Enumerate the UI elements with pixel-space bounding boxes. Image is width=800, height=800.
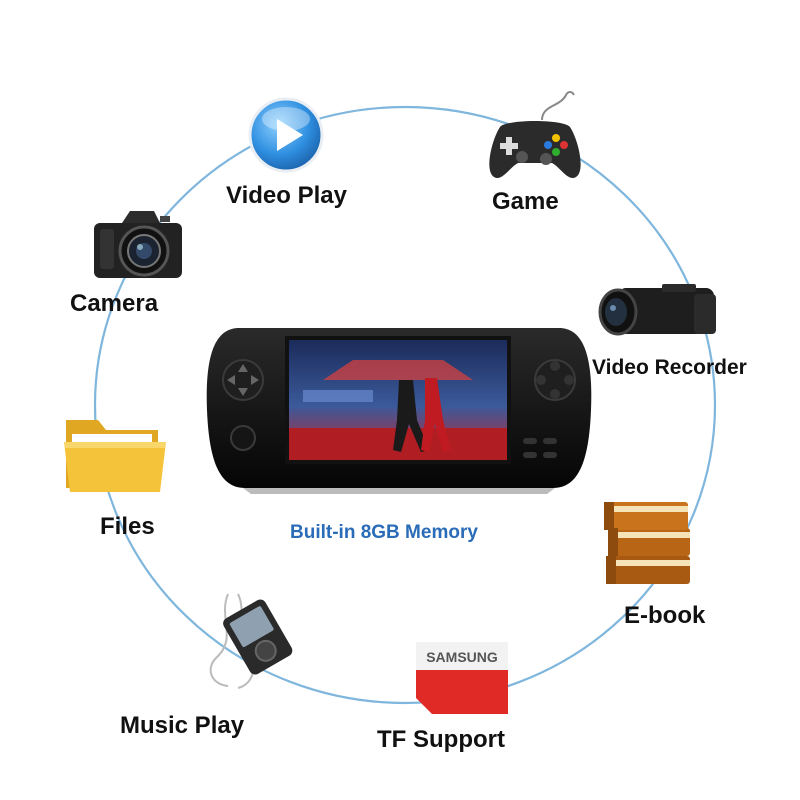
ebook-label: E-book	[624, 602, 706, 629]
files-label: Files	[100, 513, 155, 540]
play-button-icon	[248, 97, 324, 173]
camera-label: Camera	[70, 290, 159, 317]
video-recorder-label: Video Recorder	[592, 356, 747, 379]
game-label: Game	[492, 188, 559, 215]
camera-icon	[94, 211, 182, 278]
music-play-label: Music Play	[120, 712, 245, 739]
music-player-icon	[209, 593, 293, 689]
memory-caption: Built-in 8GB Memory	[290, 522, 478, 543]
sd-card-icon: SAMSUNG	[416, 642, 508, 714]
sd-card-brand: SAMSUNG	[426, 649, 498, 665]
books-icon	[604, 502, 690, 584]
video-play-label: Video Play	[226, 182, 347, 209]
video-recorder-icon	[598, 284, 716, 336]
tf-support-label: TF Support	[377, 726, 505, 753]
gamepad-icon	[489, 91, 581, 179]
folder-icon	[64, 420, 166, 492]
handheld-console-image	[206, 328, 592, 494]
